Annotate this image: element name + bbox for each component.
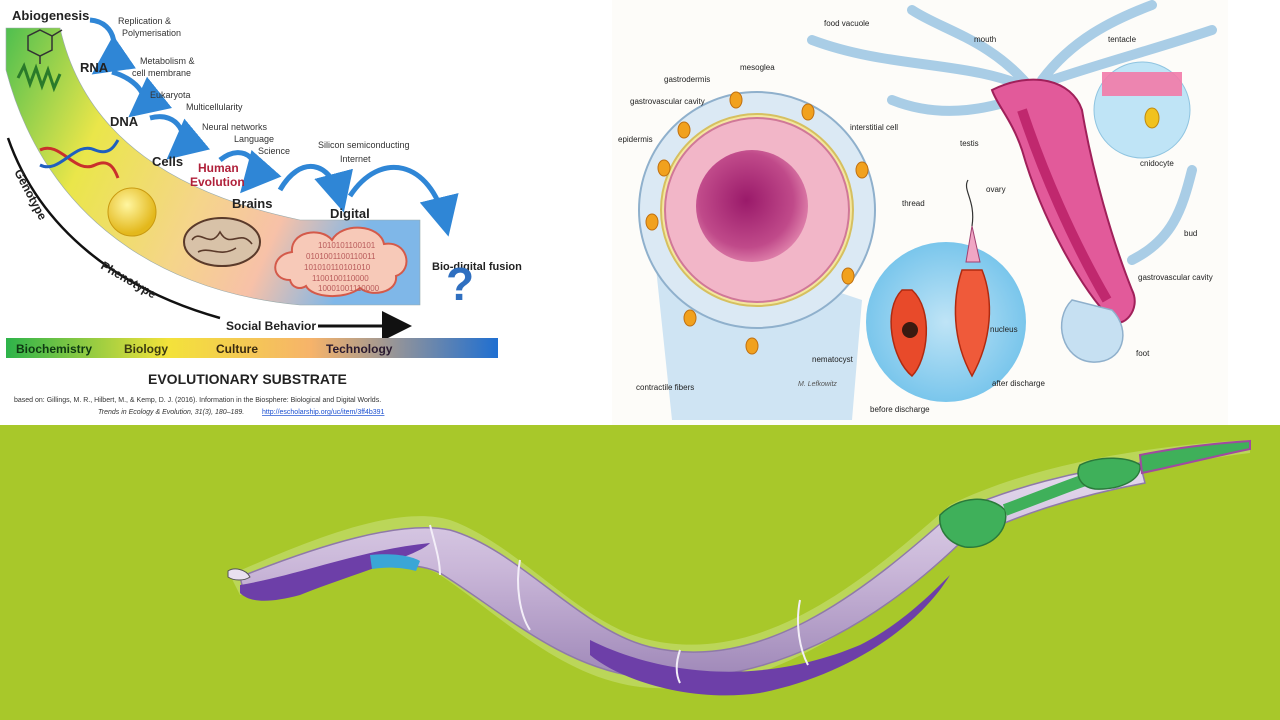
digital-cloud-icon (274, 226, 408, 298)
hydra-anatomy-svg: food vacuole mesoglea gastrodermis gastr… (618, 0, 1217, 420)
intestine-segment (370, 554, 420, 571)
transition-label: Language (234, 134, 274, 144)
pharynx (939, 439, 1251, 548)
nematode-svg (0, 425, 1280, 720)
citation-link[interactable]: http://escholarship.org/uc/item/3ff4b391 (262, 409, 385, 416)
binary-line: 1010101100101 (318, 241, 376, 250)
substrate-band-label: Culture (216, 342, 258, 356)
substrate-gradient-band (6, 338, 498, 358)
hydra-anatomy-panel: food vacuole mesoglea gastrodermis gastr… (612, 0, 1228, 425)
gastrovascular-cavity (696, 150, 808, 262)
transition-label: Metabolism & (140, 56, 195, 66)
hydra-label: interstitial cell (850, 123, 898, 132)
hydra-label: mesoglea (740, 63, 775, 72)
nematocyst-detail-bubble (866, 242, 1026, 402)
stage-label: DNA (110, 114, 139, 129)
human-evolution-label: Human (198, 161, 239, 175)
hydra-foot (1061, 299, 1124, 363)
brain-icon (183, 217, 261, 267)
transition-label: Multicellularity (186, 102, 243, 112)
substrate-band-label: Biology (124, 342, 168, 356)
hydra-label: epidermis (618, 135, 653, 144)
binary-line: 1100100110000 (312, 274, 369, 283)
stage-label: Digital (330, 206, 370, 221)
cell-sphere-icon (107, 187, 157, 237)
hydra-label: after discharge (992, 379, 1045, 388)
transition-label: Internet (340, 154, 371, 164)
nematocyst-before-icon (890, 289, 928, 378)
binary-line: 10001001110000 (318, 284, 380, 293)
transition-arrows (89, 17, 459, 237)
axis-label-social-behavior: Social Behavior (226, 319, 316, 333)
cnidocyte-cell-row (1102, 72, 1182, 96)
binary-text: 1010101100101 0101001100110011 101010110… (304, 241, 380, 293)
transition-label: Polymerisation (122, 28, 181, 38)
molecule-icon (27, 29, 63, 64)
muscle-band (590, 575, 950, 696)
dna-helix-icon (39, 139, 120, 179)
stage-label: RNA (80, 60, 109, 75)
worm-body (239, 462, 1146, 680)
stage-label: Abiogenesis (12, 8, 89, 23)
hydra-label: gastrodermis (664, 75, 710, 84)
hydra-label: tentacle (1108, 35, 1137, 44)
human-evolution-label: Evolution (190, 175, 245, 189)
citation-line: based on: Gillings, M. R., Hilbert, M., … (14, 397, 381, 404)
hydra-label: food vacuole (824, 19, 870, 28)
transition-label: Neural networks (202, 122, 268, 132)
hydra-label: foot (1136, 349, 1150, 358)
segment-lines (429, 524, 809, 684)
citation-line: Trends in Ecology & Evolution, 31(3), 18… (98, 409, 244, 416)
genotype-phenotype-axis (6, 137, 221, 320)
hydra-label: gastrovascular cavity (630, 97, 705, 106)
hydra-label: before discharge (870, 405, 930, 414)
axis-label-phenotype: Phenotype (99, 258, 159, 301)
binary-line: 0101001100110011 (306, 252, 376, 261)
transition-label: Replication & (118, 16, 171, 26)
tentacles (807, 0, 1217, 265)
transition-label: Silicon semiconducting (318, 140, 410, 150)
transition-label: Eukaryota (150, 90, 191, 100)
axis-label-genotype: Genotype (11, 167, 49, 223)
evolution-diagram-panel: 1010101100101 0101001100110011 101010110… (0, 0, 612, 425)
substrate-band-label: Technology (326, 342, 393, 356)
cnidocyte-icon (1144, 107, 1160, 129)
hydra-label: bud (1184, 229, 1197, 238)
stage-label: Bio-digital fusion (432, 261, 522, 273)
rna-strand-icon (16, 62, 62, 93)
transition-label: Science (258, 146, 290, 156)
evolution-diagram-svg: 1010101100101 0101001100110011 101010110… (5, 8, 522, 416)
nematocyst-after-icon (954, 179, 991, 378)
hydra-label: nucleus (990, 325, 1018, 334)
gastrovascular-cavity-body (1017, 108, 1112, 303)
blank-margin (1228, 0, 1280, 425)
hydra-label: thread (902, 199, 925, 208)
hydra-label: cnidocyte (1140, 159, 1174, 168)
hydra-label: ovary (986, 185, 1006, 194)
hydra-label: nematocyst (812, 355, 854, 364)
transition-label: cell membrane (132, 68, 191, 78)
stage-label: Brains (232, 196, 272, 211)
hydra-label: gastrovascular cavity (1138, 273, 1213, 282)
tail-tip (227, 568, 251, 581)
nematode-render-panel (0, 425, 1280, 720)
hydra-label: testis (960, 139, 979, 148)
nematocyst-cells (645, 91, 869, 355)
substrate-band-label: Biochemistry (16, 342, 92, 356)
question-mark: ? (446, 258, 474, 310)
hydra-label: contractile fibers (636, 383, 694, 392)
hydra-label: mouth (974, 35, 996, 44)
stage-label: Cells (152, 154, 183, 169)
illustrator-signature: M. Lefkowitz (798, 381, 837, 388)
substrate-title: EVOLUTIONARY SUBSTRATE (148, 371, 347, 387)
binary-line: 101010110101010 (304, 263, 371, 272)
